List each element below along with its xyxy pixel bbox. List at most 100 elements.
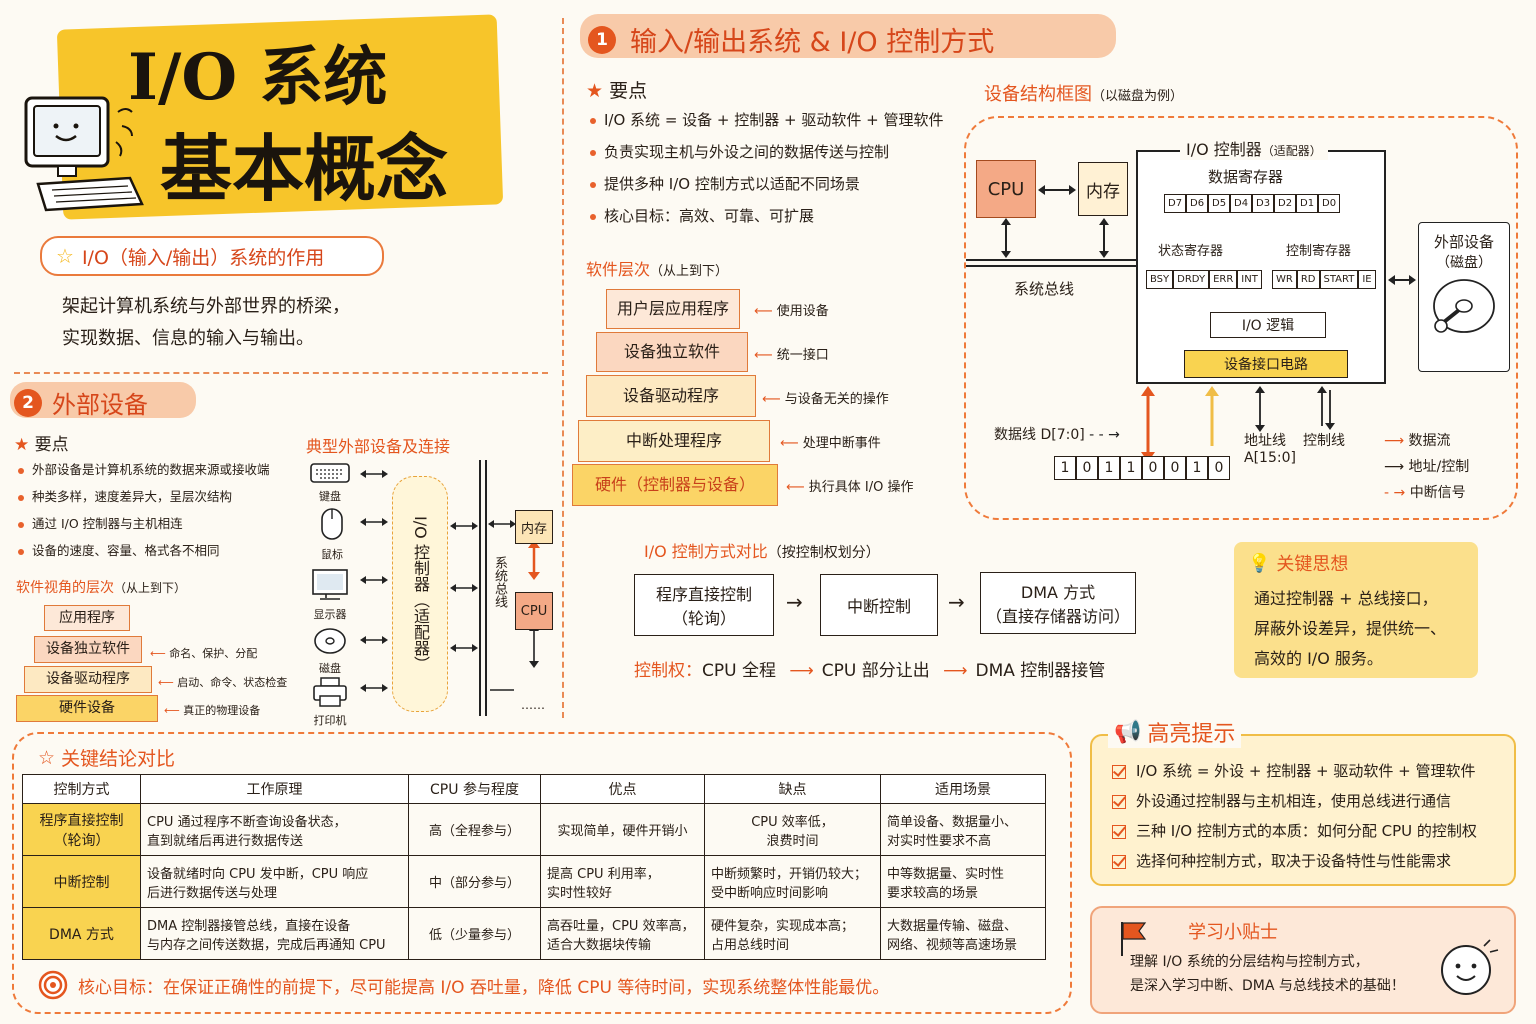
device-diagram-title: 设备结构框图（以磁盘为例） <box>984 84 1184 105</box>
star-icon: ☆ <box>56 244 74 268</box>
checkbox-icon <box>1112 854 1126 869</box>
sec1-heading: 1 输入/输出系统 & I/O 控制方式 <box>588 20 994 59</box>
sec2-points-label: 要点 <box>34 435 69 455</box>
legend-item: ⟶ 地址/控制 <box>1384 459 1470 475</box>
diag-legend: ⟶ 数据流 ⟶ 地址/控制 - → 中断信号 <box>1384 428 1469 506</box>
key-idea-card <box>1234 542 1478 678</box>
target-icon <box>38 970 68 1000</box>
status-reg-label: 状态寄存器 <box>1158 244 1224 259</box>
list-item: 核心目标：高效、可靠、可扩展 <box>590 204 943 229</box>
checkbox-icon <box>1112 794 1126 809</box>
sec2-layers-title: 软件视角的层次（从上到下） <box>16 580 187 596</box>
sec1-layer-4: 中断处理程序 <box>578 420 770 462</box>
diag-bottom-lines <box>1141 386 1335 462</box>
role-line2: 实现数据、信息的输入与输出。 <box>62 328 314 349</box>
divider-vertical <box>562 18 564 718</box>
diag-bus-lines <box>966 185 1146 267</box>
sec2-layer-note-4: ⟵ 真正的物理设备 <box>164 704 261 717</box>
megaphone-icon: 📢 <box>1114 719 1142 745</box>
sec2-layer-2: 设备独立软件 <box>34 636 142 663</box>
role-heading-box: ☆ I/O（输入/输出）系统的作用 <box>40 236 384 276</box>
flag-icon <box>1121 922 1147 956</box>
mode-interrupt: 中断控制 <box>820 574 938 636</box>
list-item: 负责实现主机与外设之间的数据传送与控制 <box>590 140 943 165</box>
conclusion-table-wrap: 控制方式 工作原理 CPU 参与程度 优点 缺点 适用场景 程序直接控制（轮询）… <box>22 774 1046 960</box>
legend-item: - → 中断信号 <box>1384 485 1466 501</box>
device-monitor: 显示器 <box>308 568 352 622</box>
sec2-layer-3: 设备驱动程序 <box>24 666 152 693</box>
star-icon: ★ <box>14 435 30 455</box>
sec2-bus-label: 系统总线 <box>492 556 507 608</box>
sec2-layer-note-2: ⟵ 命名、保护、分配 <box>150 647 258 660</box>
data-reg-label: 数据寄存器 <box>1208 168 1284 186</box>
star-icon: ☆ <box>38 746 56 769</box>
table-row: 中断控制 设备就绪时向 CPU 发中断，CPU 响应后进行数据传送与处理 中（部… <box>22 855 1046 908</box>
list-item: 选择何种控制方式，取决于设备特性与性能需求 <box>1112 846 1477 876</box>
highlights-title: 📢 高亮提示 <box>1108 716 1242 748</box>
sec1-layer-5: 硬件（控制器与设备） <box>572 464 778 506</box>
io-controller-title: I/O 控制器（适配器） <box>1180 136 1328 160</box>
mode-arrow-2: → <box>948 590 965 614</box>
sec2-points: 外部设备是计算机系统的数据来源或接收端 种类多样，速度差异大，呈层次结构 通过 … <box>18 460 270 568</box>
io-controller-box <box>1136 150 1386 384</box>
sec1-layer-3: 设备驱动程序 <box>586 375 756 417</box>
sec1-layer-1: 用户层应用程序 <box>606 289 740 329</box>
control-flow: 控制权：CPU 全程 ⟶CPU 部分让出 ⟶DMA 控制器接管 <box>634 661 1106 681</box>
sec2-number: 2 <box>14 388 42 417</box>
table-row: 程序直接控制（轮询） CPU 通过程序不断查询设备状态，直到就绪后再进行数据传送… <box>22 803 1046 856</box>
sec2-layer-1: 应用程序 <box>44 605 130 631</box>
sec1-points: I/O 系统 = 设备 + 控制器 + 驱动软件 + 管理软件 负责实现主机与外… <box>590 108 943 236</box>
device-connectors <box>360 460 540 716</box>
hard-disk-icon <box>1433 279 1495 333</box>
role-heading: I/O（输入/输出）系统的作用 <box>81 246 325 269</box>
sec1-layers-title: 软件层次（从上到下） <box>586 260 729 279</box>
ext-device-box: 外部设备 （磁盘） <box>1418 222 1510 372</box>
printer-icon <box>313 677 347 707</box>
legend-item: ⟶ 数据流 <box>1384 433 1451 449</box>
sec1-title: 输入/输出系统 & I/O 控制方式 <box>630 27 995 58</box>
sec1-points-title: ★ 要点 <box>586 80 648 102</box>
sec1-number: 1 <box>588 25 616 54</box>
list-item: 提供多种 I/O 控制方式以适配不同场景 <box>590 172 943 197</box>
diag-ext-arrow <box>1388 275 1416 285</box>
core-goal: 核心目标：在保证正确性的前提下，尽可能提高 I/O 吞吐量，降低 CPU 等待时… <box>38 970 889 1000</box>
conclusion-frame <box>12 732 1072 1014</box>
device-disk: 磁盘 <box>308 626 352 676</box>
device-keyboard: 键盘 <box>308 462 352 504</box>
list-item: I/O 系统 = 设备 + 控制器 + 驱动软件 + 管理软件 <box>590 108 943 133</box>
tips-text: 理解 I/O 系统的分层结构与控制方式，是深入学习中断、DMA 与总线技术的基础… <box>1130 954 1405 994</box>
divider-left <box>14 372 548 374</box>
ctrl-reg-label: 控制寄存器 <box>1286 244 1352 259</box>
sec2-layer-note-3: ⟵ 启动、命令、状态检查 <box>158 676 288 689</box>
checkbox-icon <box>1112 764 1126 779</box>
star-icon: ★ <box>586 80 604 102</box>
device-mouse: 鼠标 <box>310 506 354 562</box>
sec2-ellipsis: …… <box>521 698 545 712</box>
title-line2: 基本概念 <box>160 126 449 211</box>
computer-icon <box>24 96 144 212</box>
conclusion-title: ☆ 关键结论对比 <box>38 746 176 771</box>
sec2-controller-label: I/O 控制器（适配器） <box>411 516 430 672</box>
device-printer: 打印机 <box>308 676 352 728</box>
disk-icon <box>314 628 346 654</box>
list-item: I/O 系统 = 外设 + 控制器 + 驱动软件 + 管理软件 <box>1112 756 1477 786</box>
highlights-card <box>1090 734 1516 886</box>
sec1-heading-bg <box>580 14 1116 58</box>
sec2-mem: 内存 <box>515 510 553 544</box>
table-header-row: 控制方式 工作原理 CPU 参与程度 优点 缺点 适用场景 <box>22 774 1046 804</box>
typ-devices-title: 典型外部设备及连接 <box>306 437 451 456</box>
list-item: 外部设备是计算机系统的数据来源或接收端 <box>18 460 270 480</box>
tips-title: 学习小贴士 <box>1188 922 1278 943</box>
smiley-icon <box>1441 939 1499 995</box>
key-idea-text: 通过控制器 + 总线接口，屏蔽外设差异，提供统一、高效的 I/O 服务。 <box>1254 589 1447 668</box>
mode-polling: 程序直接控制（轮询） <box>634 574 774 636</box>
list-item: 通过 I/O 控制器与主机相连 <box>18 514 270 534</box>
sec2-title: 外部设备 <box>52 391 148 419</box>
keyboard-icon <box>310 463 350 483</box>
sec2-points-title: ★ 要点 <box>14 430 69 455</box>
device-interface: 设备接口电路 <box>1184 350 1348 378</box>
